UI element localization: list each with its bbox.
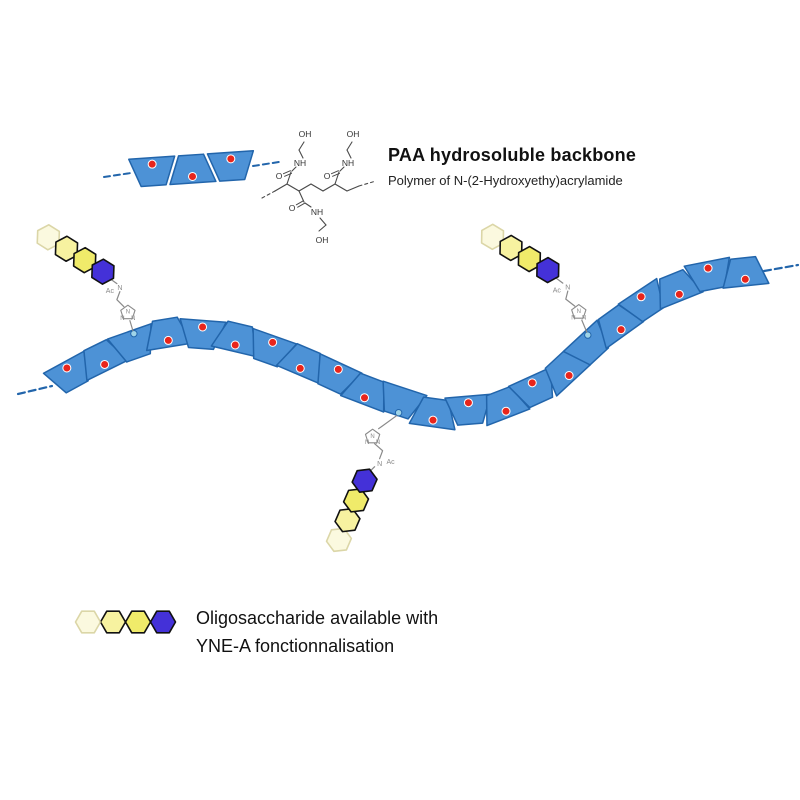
svg-text:N: N xyxy=(582,315,586,321)
svg-text:N: N xyxy=(126,310,130,316)
svg-text:N: N xyxy=(131,316,135,322)
svg-text:Ac: Ac xyxy=(553,288,562,295)
svg-text:Ac: Ac xyxy=(106,288,115,295)
oligosaccharide-top-left xyxy=(36,223,115,285)
svg-text:OH: OH xyxy=(316,235,329,245)
oligo-legend-line2: YNE-A fonctionnalisation xyxy=(196,636,395,656)
svg-text:N: N xyxy=(120,316,124,322)
paa-legend-subtitle: Polymer of N-(2-Hydroxyethy)acrylamide xyxy=(388,173,623,188)
svg-text:Ac: Ac xyxy=(387,459,396,466)
svg-text:N: N xyxy=(565,285,570,292)
backbone-red-dots xyxy=(62,263,750,425)
svg-text:N: N xyxy=(377,461,382,468)
paa-legend-title: PAA hydrosoluble backbone xyxy=(388,145,637,165)
backbone-chain xyxy=(16,255,800,431)
svg-text:NH: NH xyxy=(342,158,354,168)
svg-text:N: N xyxy=(365,440,369,446)
svg-text:N: N xyxy=(571,315,575,321)
svg-text:NH: NH xyxy=(294,158,306,168)
svg-text:O: O xyxy=(324,171,331,181)
legend-chain xyxy=(103,150,280,188)
oligosaccharide-bottom xyxy=(325,468,378,553)
svg-text:O: O xyxy=(289,203,296,213)
svg-text:NH: NH xyxy=(311,207,323,217)
oligosaccharide-top-right xyxy=(480,223,560,284)
svg-text:N: N xyxy=(577,309,581,315)
oligo-legend-line1: Oligosaccharide available with xyxy=(196,608,439,628)
oligo-legend-text: Oligosaccharide available with YNE-A fon… xyxy=(196,604,438,660)
paa-legend: PAA hydrosoluble backbone Polymer of N-(… xyxy=(388,145,636,188)
svg-text:OH: OH xyxy=(299,129,312,139)
svg-text:O: O xyxy=(276,171,283,181)
svg-text:OH: OH xyxy=(347,129,360,139)
svg-text:N: N xyxy=(117,285,122,292)
svg-text:N: N xyxy=(370,434,374,440)
svg-text:N: N xyxy=(376,440,380,446)
legend-oligo xyxy=(74,610,177,634)
chem-structure: O NH OH O NH OH O NH OH xyxy=(261,129,377,245)
